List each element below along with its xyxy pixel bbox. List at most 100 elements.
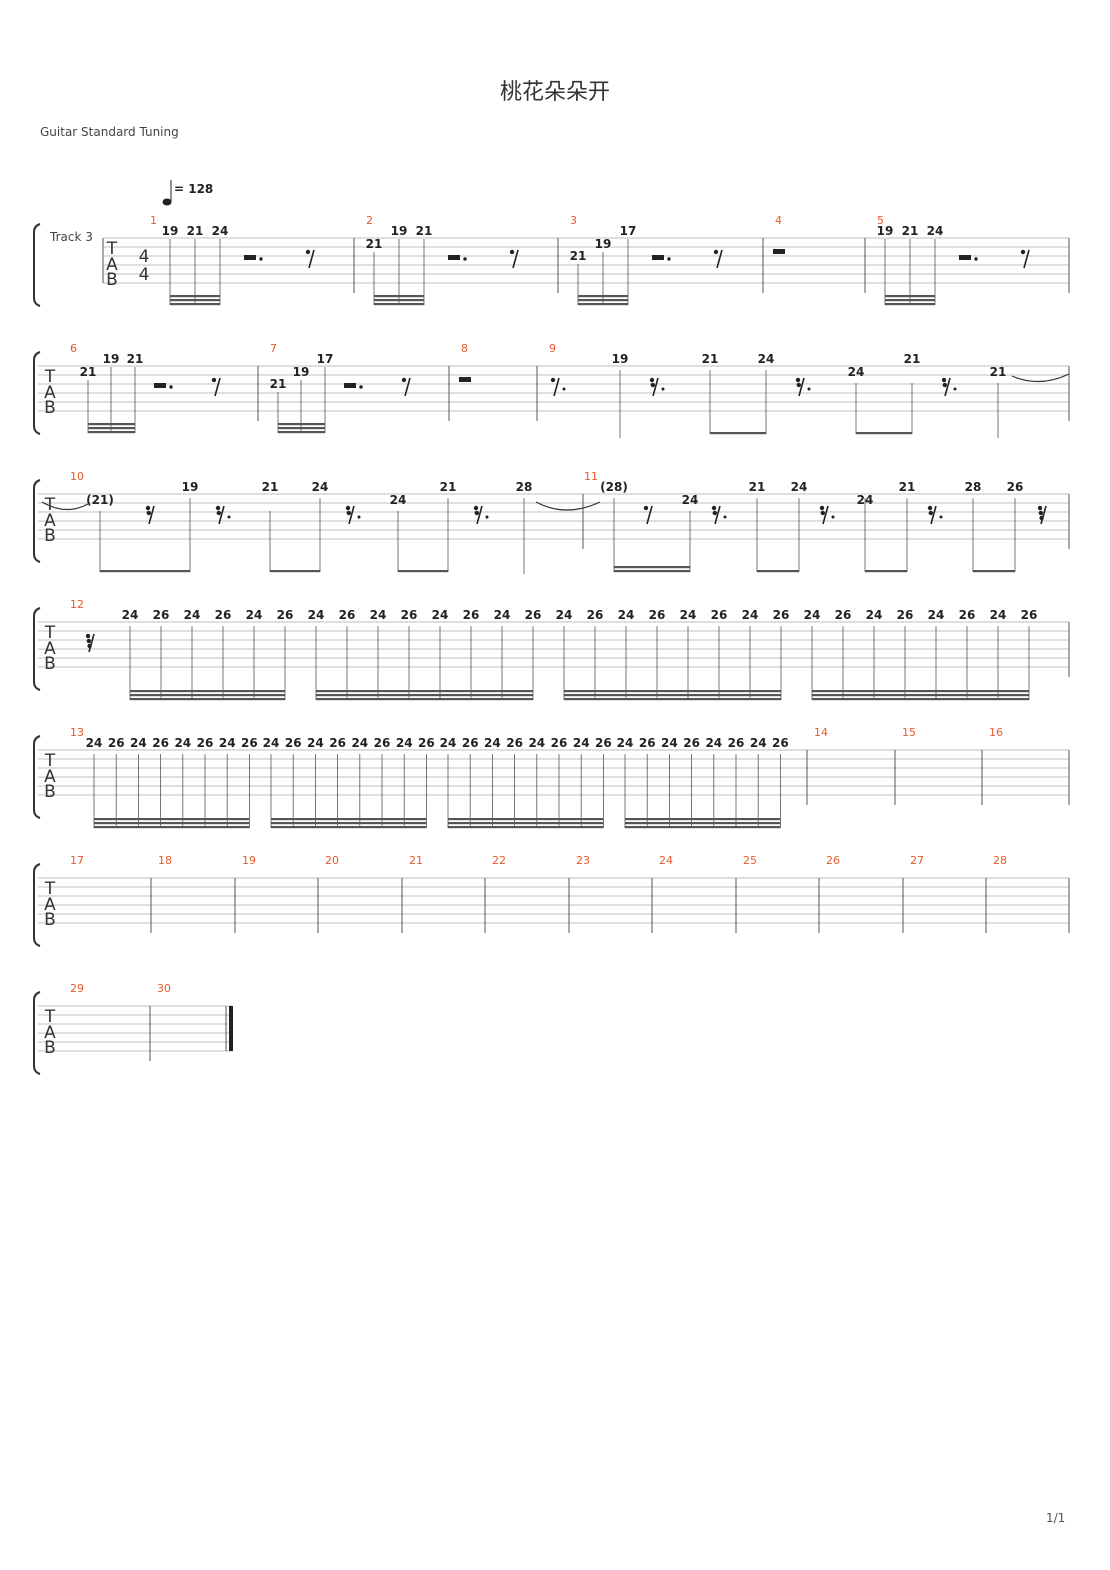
measure-number: 12: [70, 598, 84, 611]
measure-number: 20: [325, 854, 339, 867]
fret-number: 17: [620, 224, 637, 238]
rest-stem: [944, 377, 951, 397]
rest-flag: [216, 510, 221, 516]
rest-flag: [927, 505, 933, 511]
rest-flag: [820, 510, 825, 516]
rest-flag: [1039, 515, 1044, 521]
beam: [278, 423, 325, 426]
beam: [614, 570, 690, 573]
rest-dot: [169, 385, 173, 389]
fret-number: 19: [595, 237, 612, 251]
tab-letter-a: A: [44, 767, 56, 787]
beam: [564, 690, 781, 693]
beam: [278, 427, 325, 430]
fret-number: 24: [573, 736, 590, 750]
measure-number: 25: [743, 854, 757, 867]
tempo-marking: = 128: [174, 182, 213, 196]
beam: [88, 427, 135, 430]
measure-number: 19: [242, 854, 256, 867]
rest-flag: [474, 510, 479, 516]
tab-letter-b: B: [44, 910, 56, 930]
tab-letter-b: B: [44, 526, 56, 546]
measure-number: 24: [659, 854, 673, 867]
rest-stem: [1040, 505, 1047, 525]
rest-flag: [473, 505, 479, 511]
fret-number: 21: [990, 365, 1007, 379]
time-sig-top: 4: [139, 247, 150, 267]
fret-number: 24: [312, 480, 329, 494]
fret-number: 24: [661, 736, 678, 750]
beam: [88, 431, 135, 434]
rest-flag: [86, 638, 92, 644]
tab-letter-t: T: [44, 623, 56, 643]
beam: [316, 698, 533, 701]
fret-number: 26: [418, 736, 435, 750]
fret-number: 21: [127, 352, 144, 366]
rest-dot: [485, 515, 489, 519]
fret-number: 26: [1007, 480, 1024, 494]
fret-number: 24: [990, 608, 1007, 622]
fret-number: 21: [80, 365, 97, 379]
measure-number: 1: [150, 214, 157, 227]
beam: [448, 826, 604, 829]
fret-number: 24: [212, 224, 229, 238]
rest-flag: [796, 382, 801, 388]
beam: [614, 566, 690, 569]
system-bracket: [33, 607, 41, 691]
rest-stem: [822, 505, 829, 525]
rest-stem: [308, 249, 315, 269]
beam: [398, 570, 448, 573]
beam: [278, 431, 325, 434]
fret-number: 26: [772, 736, 789, 750]
fret-number: 17: [317, 352, 334, 366]
beam: [374, 295, 424, 298]
fret-number: 24: [494, 608, 511, 622]
fret-number: (28): [600, 480, 628, 494]
rest-stem: [714, 505, 721, 525]
fret-number: 26: [215, 608, 232, 622]
system-bracket: [33, 223, 41, 307]
system-bracket: [33, 735, 41, 819]
fret-number: 24: [390, 493, 407, 507]
rest-flag: [211, 377, 217, 383]
beam: [578, 303, 628, 306]
tie: [41, 501, 89, 511]
fret-number: 24: [848, 365, 865, 379]
beam: [564, 694, 781, 697]
rest-flag: [795, 377, 801, 383]
beam: [812, 690, 1029, 693]
rest-stem: [716, 249, 723, 269]
fret-number: 21: [749, 480, 766, 494]
tie: [1011, 373, 1070, 383]
beam: [625, 818, 781, 821]
fret-number: 26: [152, 736, 169, 750]
beam: [374, 303, 424, 306]
fret-number: 21: [187, 224, 204, 238]
final-barline-thick: [229, 1006, 233, 1051]
beam: [316, 690, 533, 693]
rest-dot: [463, 257, 467, 261]
fret-number: 24: [791, 480, 808, 494]
fret-number: 24: [618, 608, 635, 622]
rest-stem: [646, 505, 653, 525]
beam: [856, 432, 912, 435]
beam: [578, 299, 628, 302]
tab-letter-b: B: [106, 270, 118, 290]
fret-number: 24: [219, 736, 236, 750]
rest-stem: [512, 249, 519, 269]
beam: [170, 295, 220, 298]
rest-flag: [928, 510, 933, 516]
fret-number: 26: [728, 736, 745, 750]
system-bracket: [33, 479, 41, 563]
fret-number: 26: [551, 736, 568, 750]
rest-flag: [1037, 505, 1043, 511]
fret-number: 24: [440, 736, 457, 750]
beam: [564, 698, 781, 701]
beam: [130, 690, 285, 693]
fret-number: 21: [902, 224, 919, 238]
tab-letter-a: A: [44, 511, 56, 531]
rest-flag: [215, 505, 221, 511]
fret-number: 24: [742, 608, 759, 622]
fret-number: 26: [587, 608, 604, 622]
